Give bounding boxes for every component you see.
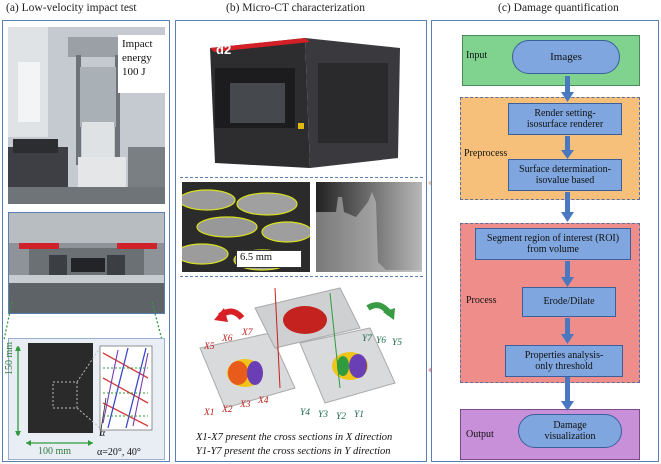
input-images-label: Images [550, 50, 582, 63]
surface-node-line1: Surface determination- [519, 163, 611, 175]
preprocess-stage-label: Preprocess [464, 148, 508, 159]
impact-label-line3: 100 J [122, 66, 146, 78]
output-stage-label: Output [466, 429, 494, 440]
flow-arrows [561, 76, 574, 411]
input-stage-label: Input [466, 50, 488, 61]
panel-a-title: (a) Low-velocity impact test [6, 2, 137, 14]
alpha-symbol: α [100, 428, 106, 439]
segment-roi-node: Segment region of interest (ROI) from vo… [475, 228, 631, 260]
micro-ct-machine-photo [200, 28, 410, 176]
scale-bar-box [236, 250, 302, 268]
zoom-lines [3, 301, 163, 341]
x-label-3: X3 [240, 400, 251, 410]
caption-x: X1-X7 present the cross sections in X di… [196, 432, 393, 443]
y-label-5: Y5 [392, 338, 403, 348]
machine-logo: d2 [216, 42, 232, 57]
process-stage-label: Process [466, 295, 497, 306]
x-label-6: X6 [222, 334, 233, 344]
surface-determination-node: Surface determination- isovalue based [508, 159, 622, 191]
impact-fixture-photo [8, 212, 165, 314]
dim-height-label: 150 mm [4, 341, 15, 375]
dashed-separator-mid [180, 276, 423, 277]
render-setting-node: Render setting- isosurface renderer [508, 103, 622, 135]
render-node-line1: Render setting- [534, 107, 596, 119]
y-label-6: Y6 [376, 336, 387, 346]
impact-machine-photo [8, 27, 165, 204]
damage-visualization-node: Damage visualization [518, 414, 622, 448]
y-label-7: Y7 [362, 334, 373, 344]
x-label-4: X4 [258, 396, 269, 406]
x-label-2: X2 [222, 405, 233, 415]
specimen-plate [28, 343, 93, 433]
segment-node-line1: Segment region of interest (ROI) [486, 232, 620, 244]
input-images-node: Images [512, 40, 620, 74]
x-label-1: X1 [204, 408, 215, 418]
properties-node-line1: Properties analysis- [524, 349, 604, 361]
panel-b-title: (b) Micro-CT characterization [226, 2, 365, 14]
specimen-lines [15, 345, 153, 446]
x-label-7: X7 [242, 328, 253, 338]
y-label-3: Y3 [318, 410, 329, 420]
damage-3d-visualization [199, 287, 396, 409]
properties-node-line2: only threshold [535, 361, 593, 372]
dim-width-label: 100 mm [38, 446, 72, 457]
y-label-2: Y2 [336, 412, 347, 422]
ct-gray-image [316, 182, 422, 272]
surface-node-line2: isovalue based [535, 175, 595, 186]
caption-y: Y1-Y7 present the cross sections in Y di… [196, 446, 391, 457]
segment-node-line2: from volume [527, 244, 579, 255]
impact-label-line2: energy [122, 52, 152, 64]
x-label-5: X5 [204, 342, 215, 352]
erode-node-label: Erode/Dilate [543, 296, 595, 308]
render-node-line2: isosurface renderer [526, 119, 604, 130]
scale-bar-label: 6.5 mm [240, 252, 273, 263]
y-label-4: Y4 [300, 408, 311, 418]
output-node-line2: visualization [544, 431, 596, 442]
dashed-separator-top [180, 177, 423, 178]
erode-dilate-node: Erode/Dilate [522, 287, 616, 317]
panel-c-title: (c) Damage quantification [498, 2, 619, 14]
output-node-line1: Damage [553, 419, 587, 431]
impact-label-line1: Impact [122, 38, 153, 50]
properties-analysis-node: Properties analysis- only threshold [505, 345, 623, 377]
y-label-1: Y1 [354, 410, 365, 420]
angle-label: α=20°, 40° [97, 447, 141, 458]
